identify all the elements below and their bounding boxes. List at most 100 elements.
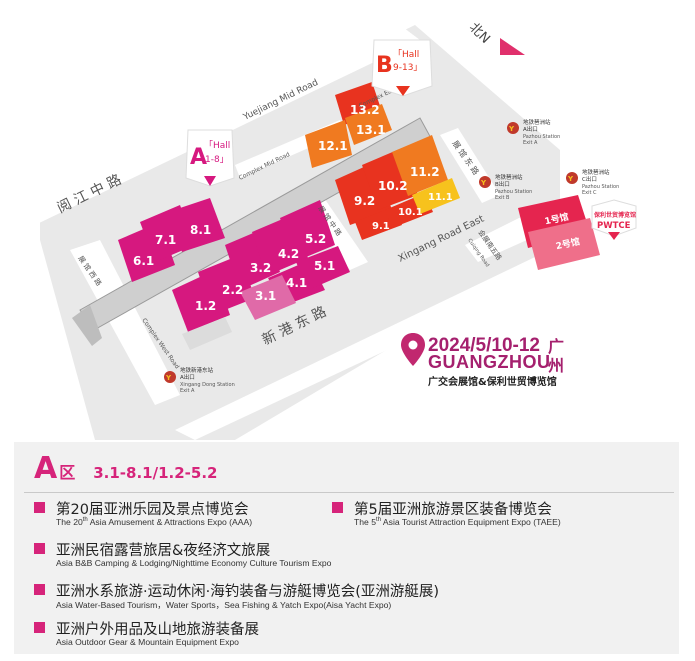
venue-map: 北N 6.1 7.1 8.1 1.2 2.2 3.2 3.1 4.2 4.1 5… [15,20,637,440]
expo-cn: 第5届亚洲旅游景区装备博览会 [354,502,552,518]
zone-marker-b: B 「Hall 9-13」 [371,39,433,97]
road-yuejiang [15,25,420,225]
expo-en: The 20th Asia Amusement & Attractions Ex… [56,517,253,527]
hall-13a-label: 13.2 [350,103,380,117]
pwtce-en: PWTCE [597,221,631,231]
bullet-square-icon [34,584,45,595]
hall-2-label: 2.2 [222,283,243,297]
compass-label: 北N [466,20,493,47]
expo-cn: 亚洲户外用品及山地旅游装备展 [56,622,259,638]
svg-text:Y: Y [567,175,574,183]
expo-en: The 5th Asia Tourist Attraction Equipmen… [354,517,561,527]
hall-3b-label: 3.1 [255,289,276,303]
hall-13b[interactable] [345,104,392,145]
expo-cn: 亚洲民宿露营旅居&夜经济文旅展 [56,543,271,559]
event-city-cn-2: 州 [548,356,565,375]
event-venue: 广交会展馆&保利世贸博览馆 [428,377,557,388]
hall-5a[interactable] [280,200,335,262]
bullet-square-icon [34,543,45,554]
expo-cn: 亚洲水系旅游·运动休闲·海钓装备与游艇博览会(亚洲游艇展) [56,584,440,600]
compass-arrow-icon [500,38,525,55]
svg-text:Y: Y [508,125,515,133]
station-xingangdong-exit: A出口 [180,373,195,381]
zone-marker-b-range: 9-13」 [393,63,422,73]
hall-11b-label: 11.1 [428,192,453,203]
hall-5b[interactable] [296,246,350,290]
expo-en: Asia B&B Camping & Lodging/Nighttime Eco… [56,558,332,568]
road-xingang [175,245,575,440]
hall-7-label: 7.1 [155,233,176,247]
zone-marker-a-range: 1-8」 [205,155,229,165]
svg-text:Y: Y [480,179,487,187]
event-date: 2024/5/10-12 [428,335,540,356]
metro-icon [507,122,519,134]
metro-icon [479,176,491,188]
hall-12[interactable] [305,120,352,168]
hall-11b[interactable] [412,178,460,214]
hall-5b-label: 5.1 [314,259,335,273]
hall-9b-label: 9.1 [372,221,390,232]
expo-en: Asia Outdoor Gear & Mountain Equipment E… [56,637,239,647]
central-corridor-end [72,305,102,346]
bullet-square-icon [34,502,45,513]
pwtce-marker: 保利世贸博览馆 PWTCE [591,199,637,240]
expo-cn: 第20届亚洲乐园及景点博览会 [56,502,249,518]
station-pazhou-c-exit: C出口 [582,175,597,183]
pwtce-hall-2[interactable] [528,218,600,270]
station-xingangdong-enexit: Exit A [180,388,195,394]
hall-4b-label: 4.1 [286,276,307,290]
station-pazhou-b-enexit: Exit B [495,195,510,201]
zone-word: 区 [59,463,76,482]
hall-11a[interactable] [392,135,448,196]
hall-1-label: 1.2 [195,299,216,313]
location-pin-icon [401,333,425,366]
zone-letter: A [34,451,58,486]
station-pazhou-c-name: 地铁琶洲站 [582,168,610,176]
hall-12-label: 12.1 [318,139,348,153]
hall-6-label: 6.1 [133,254,154,268]
station-pazhou-b-name: 地铁琶洲站 [495,173,523,181]
station-pazhou-a-en: Pazhou Station [523,134,560,140]
metro-icon [164,371,176,383]
hall-10a-label: 10.2 [378,179,408,193]
hall-10b-label: 10.1 [398,207,423,218]
hall-9a-label: 9.2 [354,194,375,208]
expo-en: Asia Water-Based Tourism，Water Sports，Se… [56,600,392,610]
hall-8[interactable] [168,198,225,252]
station-pazhou-a-enexit: Exit A [523,140,538,146]
hall-8-label: 8.1 [190,223,211,237]
legend-panel: A 区 3.1-8.1/1.2-5.2 第20届亚洲乐园及景点博览会 The 2… [14,442,679,654]
station-pazhou-b-exit: B出口 [495,180,510,188]
zone-marker-a: A 「Hall 1-8」 [185,129,235,187]
station-pazhou-c-enexit: Exit C [582,190,597,196]
hall-3a-label: 3.2 [250,261,271,275]
station-pazhou-a-name: 地铁琶洲站 [523,118,551,126]
bullet-square-icon [332,502,343,513]
metro-icon [566,172,578,184]
pwtce-cn: 保利世贸博览馆 [593,211,636,219]
hall-4a-label: 4.2 [278,247,299,261]
station-pazhou-a: Y 地铁琶洲站 A出口 Pazhou Station Exit A [507,118,560,146]
event-city-cn-1: 广 [548,337,565,356]
hall-3b[interactable] [240,275,296,320]
station-xingangdong-name: 地铁新港东站 [180,366,214,374]
zone-marker-a-letter: A [190,145,207,170]
hall-11a-label: 11.2 [410,165,440,179]
svg-text:Y: Y [165,374,172,382]
zone-header: A 区 3.1-8.1/1.2-5.2 [34,454,217,484]
station-pazhou-b: Y 地铁琶洲站 B出口 Pazhou Station Exit B [479,173,532,201]
hall-5a-label: 5.2 [305,232,326,246]
hall-11-grey [182,317,232,350]
station-pazhou-c: Y 地铁琶洲站 C出口 Pazhou Station Exit C [566,168,619,196]
zone-marker-b-letter: B [376,53,393,78]
station-xingangdong: Y 地铁新港东站 A出口 Xingang Dong Station Exit A [164,366,235,394]
bullet-square-icon [34,622,45,633]
zone-marker-b-hall: 「Hall [393,49,419,60]
road-complex-west [70,240,180,405]
station-xingangdong-en: Xingang Dong Station [180,382,235,388]
station-pazhou-b-en: Pazhou Station [495,189,532,195]
hall-13b-label: 13.1 [356,123,386,137]
divider [24,492,674,493]
zone-a-halls [118,198,350,332]
station-pazhou-c-en: Pazhou Station [582,184,619,190]
